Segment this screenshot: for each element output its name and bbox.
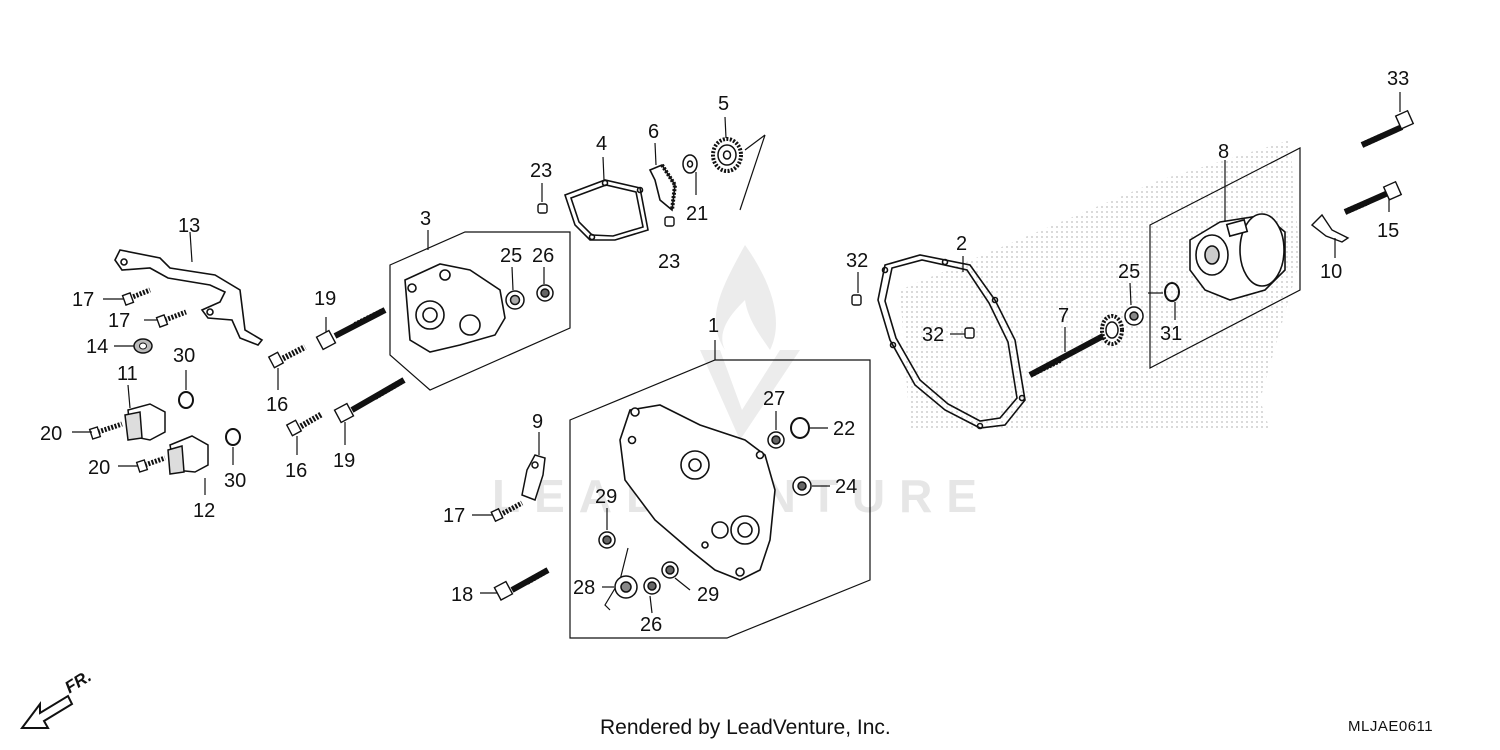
bolts-16-19 <box>267 307 550 601</box>
frame-part-8 <box>1149 147 1301 369</box>
bearings-upper <box>505 284 554 310</box>
sensor-12 <box>167 435 209 475</box>
callout-18[interactable]: 18 <box>451 584 473 606</box>
bolts-small <box>121 287 524 523</box>
callout-29b[interactable]: 29 <box>697 584 719 606</box>
callout-2[interactable]: 2 <box>956 233 967 255</box>
callout-15[interactable]: 15 <box>1377 220 1399 242</box>
callout-20b[interactable]: 20 <box>88 457 110 479</box>
gasket-2 <box>877 254 1026 430</box>
frame-part-3 <box>389 231 571 391</box>
shaft-7 <box>1028 314 1124 378</box>
callout-22[interactable]: 22 <box>833 418 855 440</box>
callout-25a[interactable]: 25 <box>500 245 522 267</box>
bracket-9 <box>521 454 546 501</box>
callout-31[interactable]: 31 <box>1160 323 1182 345</box>
gear-segment-6 <box>648 163 678 212</box>
callout-7[interactable]: 7 <box>1058 305 1069 327</box>
cover-3 <box>404 263 506 353</box>
callout-17a[interactable]: 17 <box>72 289 94 311</box>
callout-5[interactable]: 5 <box>718 93 729 115</box>
callout-9[interactable]: 9 <box>532 411 543 433</box>
bolts-20 <box>88 421 166 473</box>
leader-5 <box>744 134 766 151</box>
nut-14 <box>133 338 153 354</box>
dotted-shadow <box>900 140 1300 430</box>
bracket-10 <box>1310 213 1350 243</box>
starter-motor-8 <box>1189 213 1286 301</box>
callout-17b[interactable]: 17 <box>108 310 130 332</box>
callout-17c[interactable]: 17 <box>443 505 465 527</box>
callout-33[interactable]: 33 <box>1387 68 1409 90</box>
gasket-4 <box>563 179 649 241</box>
callout-12[interactable]: 12 <box>193 500 215 522</box>
callout-32a[interactable]: 32 <box>846 250 868 272</box>
o-ring-31 <box>1164 282 1180 302</box>
callout-28[interactable]: 28 <box>573 577 595 599</box>
callout-4[interactable]: 4 <box>596 133 607 155</box>
callout-30b[interactable]: 30 <box>224 470 246 492</box>
o-rings-30 <box>178 391 241 446</box>
watermark-v-icon <box>700 350 800 440</box>
callout-16a[interactable]: 16 <box>266 394 288 416</box>
seals-case <box>598 417 812 599</box>
callout-6[interactable]: 6 <box>648 121 659 143</box>
callout-25b[interactable]: 25 <box>1118 261 1140 283</box>
callout-27[interactable]: 27 <box>763 388 785 410</box>
leader-5b <box>739 134 766 211</box>
callout-16b[interactable]: 16 <box>285 460 307 482</box>
sensor-11 <box>124 403 166 441</box>
callout-10[interactable]: 10 <box>1320 261 1342 283</box>
callout-3[interactable]: 3 <box>420 208 431 230</box>
bearing-25-right <box>1124 306 1144 326</box>
callout-23b[interactable]: 23 <box>658 251 680 273</box>
callout-26b[interactable]: 26 <box>640 614 662 636</box>
watermark-flame-icon <box>715 245 776 350</box>
bracket-13 <box>114 249 264 346</box>
front-direction-arrow-icon <box>20 694 74 729</box>
diagram-code: MLJAE0611 <box>1348 718 1434 735</box>
callout-20a[interactable]: 20 <box>40 423 62 445</box>
case-1 <box>619 404 776 581</box>
bolts-15-33 <box>1343 109 1415 215</box>
callout-19a[interactable]: 19 <box>314 288 336 310</box>
callout-30a[interactable]: 30 <box>173 345 195 367</box>
callout-24[interactable]: 24 <box>835 476 857 498</box>
callout-19b[interactable]: 19 <box>333 450 355 472</box>
dowels-23 <box>537 203 675 227</box>
dowels-32 <box>851 294 975 339</box>
callout-14[interactable]: 14 <box>86 336 108 358</box>
callout-23a[interactable]: 23 <box>530 160 552 182</box>
callout-29a[interactable]: 29 <box>595 486 617 508</box>
callout-21[interactable]: 21 <box>686 203 708 225</box>
gear-5 <box>711 137 743 173</box>
callout-26a[interactable]: 26 <box>532 245 554 267</box>
callout-1[interactable]: 1 <box>708 315 719 337</box>
callouts: 1 2 3 4 5 6 7 8 9 10 11 12 13 14 15 16 1… <box>40 68 1409 636</box>
washer-21 <box>682 154 698 174</box>
callout-11[interactable]: 11 <box>117 363 138 385</box>
footer-credit: Rendered by LeadVenture, Inc. <box>600 716 891 739</box>
callout-32b[interactable]: 32 <box>922 324 944 346</box>
callout-13[interactable]: 13 <box>178 215 200 237</box>
leader-28 <box>604 547 629 611</box>
callout-8[interactable]: 8 <box>1218 141 1229 163</box>
